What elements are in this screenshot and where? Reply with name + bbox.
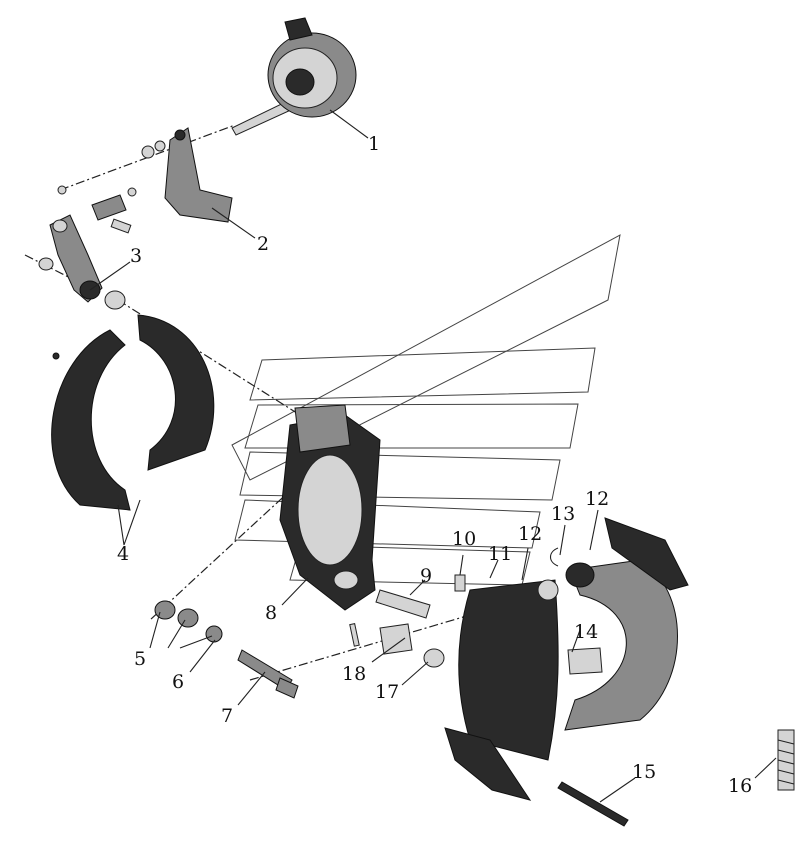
- dust-shield: [51, 314, 215, 511]
- roller: [349, 623, 445, 668]
- leader-lines: [89, 109, 777, 803]
- callout-12b: 12: [585, 488, 609, 510]
- callout-18: 18: [342, 663, 366, 685]
- clevis-pin-set: [57, 185, 137, 234]
- callout-4: 4: [117, 543, 129, 565]
- callout-6: 6: [172, 671, 184, 693]
- callout-9: 9: [420, 565, 432, 587]
- slack-adjuster: [38, 214, 126, 310]
- callout-labels: 1 2 3 4 5 6 7 8 9 10 11 12 12 13 14 15 1…: [117, 133, 752, 797]
- brake-spider: [279, 404, 381, 611]
- chamber-bracket: [141, 127, 233, 223]
- grease-fitting: [454, 574, 466, 592]
- callout-16: 16: [728, 775, 752, 797]
- brake-lining: [444, 579, 559, 801]
- callout-11: 11: [488, 543, 512, 565]
- return-spring-clip: [549, 547, 559, 567]
- callout-5: 5: [134, 648, 146, 670]
- cam-roller: [567, 647, 603, 675]
- callout-1: 1: [368, 133, 380, 155]
- callout-17: 17: [375, 681, 399, 703]
- callout-2: 2: [257, 233, 269, 255]
- shoe-pin: [557, 781, 629, 827]
- brake-shoe: [537, 517, 689, 731]
- callout-15: 15: [632, 761, 656, 783]
- callout-7: 7: [221, 705, 233, 727]
- callout-3: 3: [130, 245, 142, 267]
- anchor-pin: [375, 589, 431, 619]
- callout-8: 8: [265, 602, 277, 624]
- callout-14: 14: [574, 621, 598, 643]
- callout-13: 13: [551, 503, 575, 525]
- callout-10: 10: [452, 528, 476, 550]
- return-spring: [777, 729, 795, 791]
- camshaft: [237, 649, 299, 699]
- brake-chamber: [231, 17, 357, 136]
- bushings: [154, 600, 223, 643]
- callout-12a: 12: [518, 523, 542, 545]
